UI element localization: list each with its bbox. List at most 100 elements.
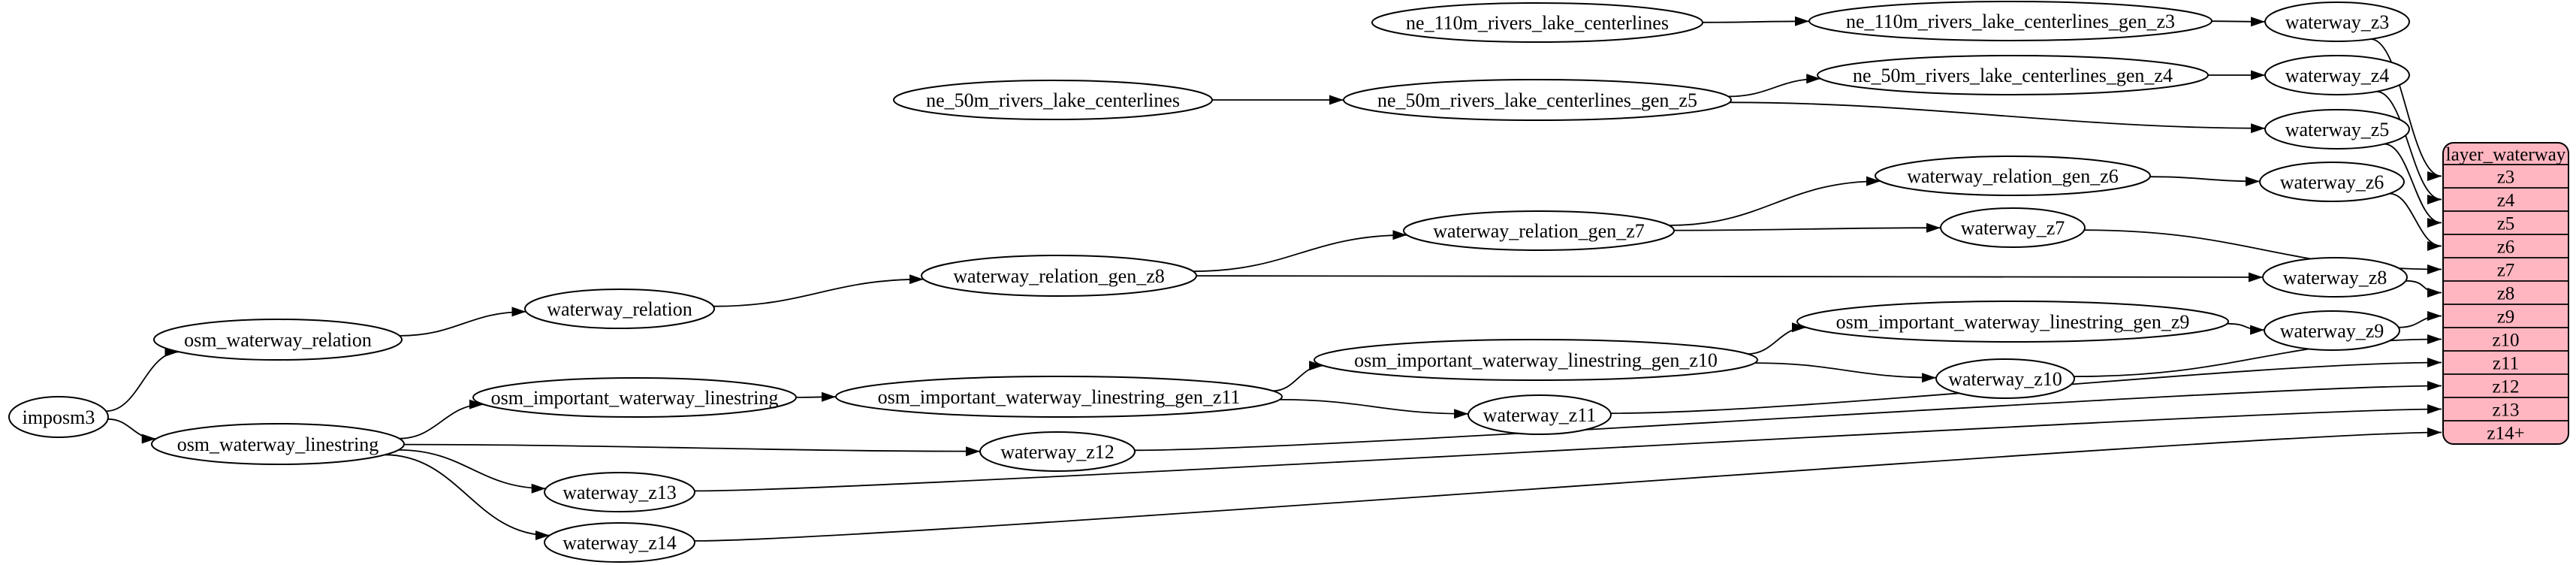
- edge-ne_50m_rivers_lake_centerlines_gen_z5-ne_50m_rivers_lake_centerlines_gen_z4: [1728, 74, 1821, 98]
- node-label-ne_50m_rivers_lake_centerlines: ne_50m_rivers_lake_centerlines: [926, 89, 1180, 111]
- node-label-waterway_relation: waterway_relation: [547, 298, 692, 320]
- edge-waterway_relation_gen_z6-waterway_z6: [2149, 176, 2261, 186]
- table-row-z5: z5: [2497, 213, 2515, 234]
- node-ellipse-waterway_relation_gen_z7: [1403, 210, 1675, 251]
- node-label-imposm3: imposm3: [23, 406, 95, 428]
- table-row-z7: z7: [2497, 260, 2515, 280]
- edge-osm_important_waterway_linestring_gen_z9-waterway_z9: [2227, 322, 2265, 335]
- node-label-waterway_z6: waterway_z6: [2280, 171, 2384, 193]
- table-row-z6: z6: [2497, 237, 2515, 257]
- edge-ne_50m_rivers_lake_centerlines_gen_z5-waterway_z5: [1730, 101, 2266, 134]
- edge-waterway_relation-waterway_relation_gen_z8: [713, 274, 924, 307]
- node-label-waterway_z5: waterway_z5: [2285, 119, 2390, 140]
- node-ellipse-osm_important_waterway_linestring_gen_z11: [835, 376, 1283, 418]
- node-ellipse-imposm3: [8, 396, 109, 438]
- nodes-layer: imposm3 osm_waterway_relation waterway_rel…: [8, 1, 2410, 563]
- node-ellipse-waterway_z12: [979, 431, 1136, 472]
- table-row-z11: z11: [2493, 353, 2519, 373]
- node-osm_important_waterway_linestring_gen_z10: osm_important_waterway_linestring_gen_z1…: [1314, 339, 1758, 381]
- node-ne_50m_rivers_lake_centerlines_gen_z4: ne_50m_rivers_lake_centerlines_gen_z4: [1817, 55, 2209, 95]
- node-waterway_z6: waterway_z6: [2259, 162, 2405, 202]
- edge-waterway_z8-layer_waterway-z8: [2406, 279, 2442, 298]
- node-label-waterway_z14: waterway_z14: [563, 532, 677, 554]
- table-row-z4: z4: [2497, 190, 2515, 210]
- node-ellipse-osm_important_waterway_linestring: [472, 377, 797, 418]
- node-label-waterway_z7: waterway_z7: [1961, 217, 2065, 239]
- node-waterway_z10: waterway_z10: [1935, 358, 2075, 399]
- edge-imposm3-osm_waterway_linestring: [107, 418, 156, 444]
- edge-waterway_z3-layer_waterway-z3: [2370, 38, 2442, 181]
- node-osm_important_waterway_linestring: osm_important_waterway_linestring: [472, 377, 797, 418]
- node-ellipse-osm_waterway_relation: [153, 319, 403, 361]
- edge-ne_110m_rivers_lake_centerlines_gen_z3-waterway_z3: [2211, 17, 2266, 27]
- edge-waterway_relation_gen_z7-waterway_relation_gen_z6: [1669, 176, 1881, 226]
- node-label-waterway_relation_gen_z6: waterway_relation_gen_z6: [1907, 165, 2119, 187]
- node-ellipse-osm_important_waterway_linestring_gen_z9: [1796, 301, 2229, 343]
- node-waterway_z4: waterway_z4: [2264, 55, 2410, 95]
- node-ellipse-ne_50m_rivers_lake_centerlines_gen_z5: [1343, 79, 1732, 121]
- node-ellipse-waterway_z9: [2264, 310, 2400, 351]
- node-ellipse-waterway_relation: [524, 289, 715, 329]
- table-row-z14+: z14+: [2487, 423, 2524, 443]
- table-row-z13: z13: [2492, 400, 2519, 420]
- node-label-osm_important_waterway_linestring_gen_z11: osm_important_waterway_linestring_gen_z1…: [878, 386, 1241, 408]
- node-ellipse-waterway_z14: [544, 522, 695, 563]
- edge-waterway_relation_gen_z8-waterway_z8: [1196, 272, 2264, 282]
- node-ellipse-waterway_relation_gen_z8: [921, 255, 1197, 297]
- node-ne_110m_rivers_lake_centerlines: ne_110m_rivers_lake_centerlines: [1371, 2, 1703, 43]
- node-ne_50m_rivers_lake_centerlines_gen_z5: ne_50m_rivers_lake_centerlines_gen_z5: [1343, 79, 1732, 121]
- edge-waterway_z12-layer_waterway-z12: [1134, 381, 2442, 452]
- node-ellipse-osm_important_waterway_linestring_gen_z10: [1314, 339, 1758, 381]
- node-waterway_z9: waterway_z9: [2264, 310, 2400, 351]
- node-label-osm_important_waterway_linestring_gen_z10: osm_important_waterway_linestring_gen_z1…: [1354, 349, 1718, 371]
- edge-waterway_z4-layer_waterway-z4: [2376, 90, 2442, 204]
- table-row-z10: z10: [2492, 330, 2519, 350]
- edge-osm_important_waterway_linestring_gen_z10-waterway_z10: [1754, 362, 1937, 383]
- node-label-waterway_z9: waterway_z9: [2280, 320, 2384, 342]
- table-title: layer_waterway: [2446, 144, 2566, 165]
- node-label-ne_50m_rivers_lake_centerlines_gen_z5: ne_50m_rivers_lake_centerlines_gen_z5: [1377, 89, 1697, 111]
- node-ellipse-waterway_z3: [2264, 2, 2410, 42]
- edge-ne_110m_rivers_lake_centerlines-ne_110m_rivers_lake_centerlines_gen_z3: [1702, 16, 1810, 26]
- node-ellipse-waterway_z7: [1940, 207, 2086, 248]
- node-label-waterway_z3: waterway_z3: [2285, 11, 2390, 33]
- node-ellipse-ne_50m_rivers_lake_centerlines_gen_z4: [1817, 55, 2209, 95]
- node-ellipse-waterway_z8: [2262, 257, 2408, 298]
- node-label-ne_110m_rivers_lake_centerlines: ne_110m_rivers_lake_centerlines: [1406, 12, 1669, 34]
- node-ne_50m_rivers_lake_centerlines: ne_50m_rivers_lake_centerlines: [893, 80, 1213, 120]
- node-waterway_z11: waterway_z11: [1467, 394, 1612, 435]
- node-waterway_relation_gen_z7: waterway_relation_gen_z7: [1403, 210, 1675, 251]
- node-label-waterway_z4: waterway_z4: [2285, 65, 2390, 86]
- table-row-z3: z3: [2497, 167, 2515, 187]
- node-ellipse-osm_waterway_linestring: [151, 423, 405, 465]
- edge-osm_waterway_linestring-osm_important_waterway_linestring: [399, 399, 484, 440]
- node-osm_waterway_relation: osm_waterway_relation: [153, 319, 403, 361]
- node-ellipse-waterway_z13: [544, 472, 695, 512]
- node-waterway_z8: waterway_z8: [2262, 257, 2408, 298]
- edge-waterway_relation_gen_z8-waterway_relation_gen_z7: [1193, 230, 1407, 272]
- node-label-waterway_z10: waterway_z10: [1948, 368, 2062, 390]
- node-label-ne_110m_rivers_lake_centerlines_gen_z3: ne_110m_rivers_lake_centerlines_gen_z3: [1846, 11, 2175, 32]
- node-osm_important_waterway_linestring_gen_z9: osm_important_waterway_linestring_gen_z9: [1796, 301, 2229, 343]
- table-row-z8: z8: [2497, 283, 2515, 304]
- node-label-osm_important_waterway_linestring_gen_z9: osm_important_waterway_linestring_gen_z9: [1836, 311, 2190, 333]
- node-waterway_z5: waterway_z5: [2264, 109, 2410, 150]
- edge-osm_important_waterway_linestring_gen_z11-waterway_z11: [1279, 399, 1469, 419]
- edge-waterway_relation_gen_z7-waterway_z7: [1673, 222, 1941, 233]
- edges-layer: [106, 16, 2442, 542]
- node-ellipse-waterway_z10: [1935, 358, 2075, 399]
- edge-imposm3-osm_waterway_relation: [106, 346, 179, 412]
- node-waterway_z13: waterway_z13: [544, 472, 695, 512]
- node-waterway_z12: waterway_z12: [979, 431, 1136, 472]
- node-label-waterway_z11: waterway_z11: [1483, 404, 1597, 426]
- node-waterway_relation: waterway_relation: [524, 289, 715, 329]
- node-osm_important_waterway_linestring_gen_z11: osm_important_waterway_linestring_gen_z1…: [835, 376, 1283, 418]
- node-ellipse-ne_110m_rivers_lake_centerlines_gen_z3: [1808, 1, 2213, 41]
- node-osm_waterway_linestring: osm_waterway_linestring: [151, 423, 405, 465]
- node-label-waterway_z8: waterway_z8: [2283, 267, 2387, 289]
- node-ellipse-waterway_relation_gen_z6: [1875, 156, 2151, 196]
- node-ellipse-ne_50m_rivers_lake_centerlines: [893, 80, 1213, 120]
- node-ellipse-waterway_z5: [2264, 109, 2410, 150]
